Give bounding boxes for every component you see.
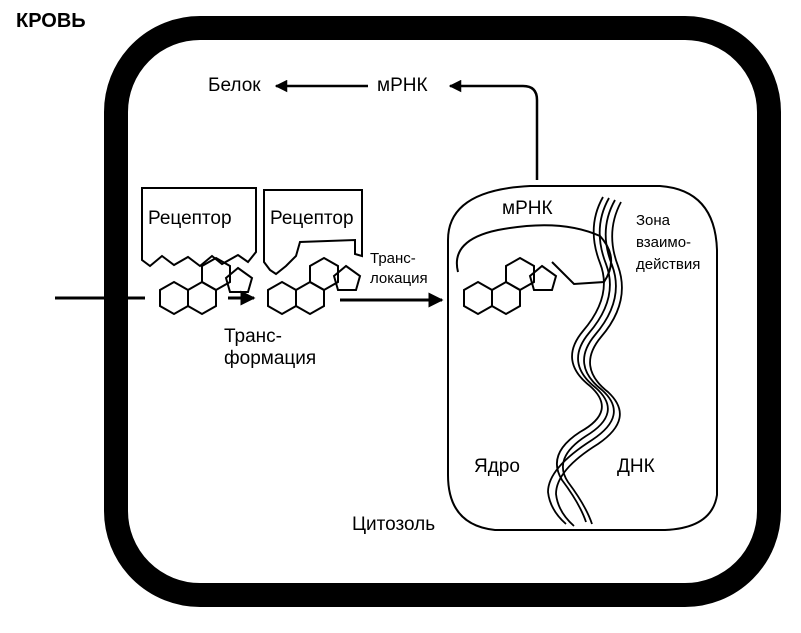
translocation-label-2: локация <box>370 270 428 287</box>
steroid-molecule-2 <box>267 256 362 316</box>
translocation-label-1: Транс- <box>370 250 416 267</box>
dna-label: ДНК <box>617 456 655 477</box>
mrna-nucleus-label: мРНК <box>502 198 553 219</box>
mrna-top-label: мРНК <box>377 75 428 96</box>
blood-label: КРОВЬ <box>16 10 86 32</box>
steroid-molecule-3 <box>463 256 558 316</box>
interaction-zone-label-1: Зона <box>636 212 671 229</box>
dna-strand <box>547 196 623 527</box>
mrna-export-arrow <box>448 79 539 180</box>
interaction-zone-label-3: действия <box>636 256 701 273</box>
nucleus <box>447 185 718 531</box>
cytosol-label: Цитозоль <box>352 514 436 535</box>
transformation-label-1: Транс- <box>224 326 282 347</box>
steroid-molecule-1 <box>159 256 254 316</box>
receptor-2-label: Рецептор <box>270 208 354 229</box>
receptor-2 <box>263 189 363 276</box>
interaction-zone-label-2: взаимо- <box>636 234 692 251</box>
nucleus-label: Ядро <box>474 456 520 477</box>
nuclear-receptor <box>455 224 612 286</box>
receptor-1-label: Рецептор <box>148 208 232 229</box>
protein-label: Белок <box>208 75 261 96</box>
transformation-label-2: формация <box>224 348 317 369</box>
receptor-1 <box>141 187 257 268</box>
cell-membrane <box>104 16 781 607</box>
